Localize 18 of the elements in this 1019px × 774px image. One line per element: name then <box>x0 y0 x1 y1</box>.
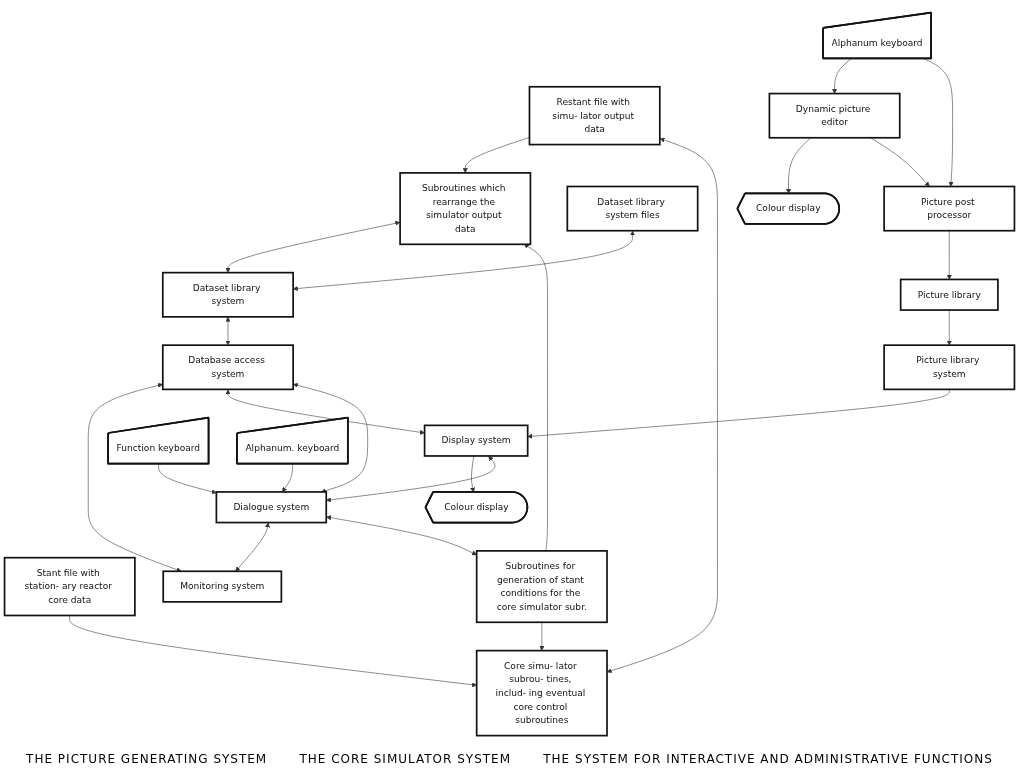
node-box: Restant file with simu- lator output data <box>528 85 661 146</box>
node-box: Core simu- lator subrou- tines, includ- ing eventual core control subroutines <box>475 649 608 737</box>
node-box: Subroutines which rearrange the simulator output data <box>399 172 532 246</box>
region-title: THE CORE SIMULATOR SYSTEM <box>299 752 512 766</box>
node-box: Subroutines for generation of stant conditions for the core simulator subr. <box>475 549 608 624</box>
node-box: Dataset library system <box>161 271 294 318</box>
node-box: Picture post processor <box>883 185 1016 232</box>
node-box: Picture library system <box>883 344 1016 391</box>
node-box: Dataset library system files <box>566 185 699 232</box>
node-box: Monitoring system <box>162 570 283 603</box>
node-box: Stant file with station- ary reactor core data <box>3 556 136 617</box>
node-box: Display system <box>423 424 529 457</box>
node-box: Picture library <box>899 278 999 311</box>
region-title: THE PICTURE GENERATING SYSTEM <box>26 752 268 766</box>
node-box: Database access system <box>161 344 294 391</box>
node-box: Dynamic picture editor <box>768 92 901 139</box>
region-title: THE SYSTEM FOR INTERACTIVE AND ADMINISTRATIVE FUNCTIONS <box>543 752 993 766</box>
node-box: Dialogue system <box>215 491 328 524</box>
